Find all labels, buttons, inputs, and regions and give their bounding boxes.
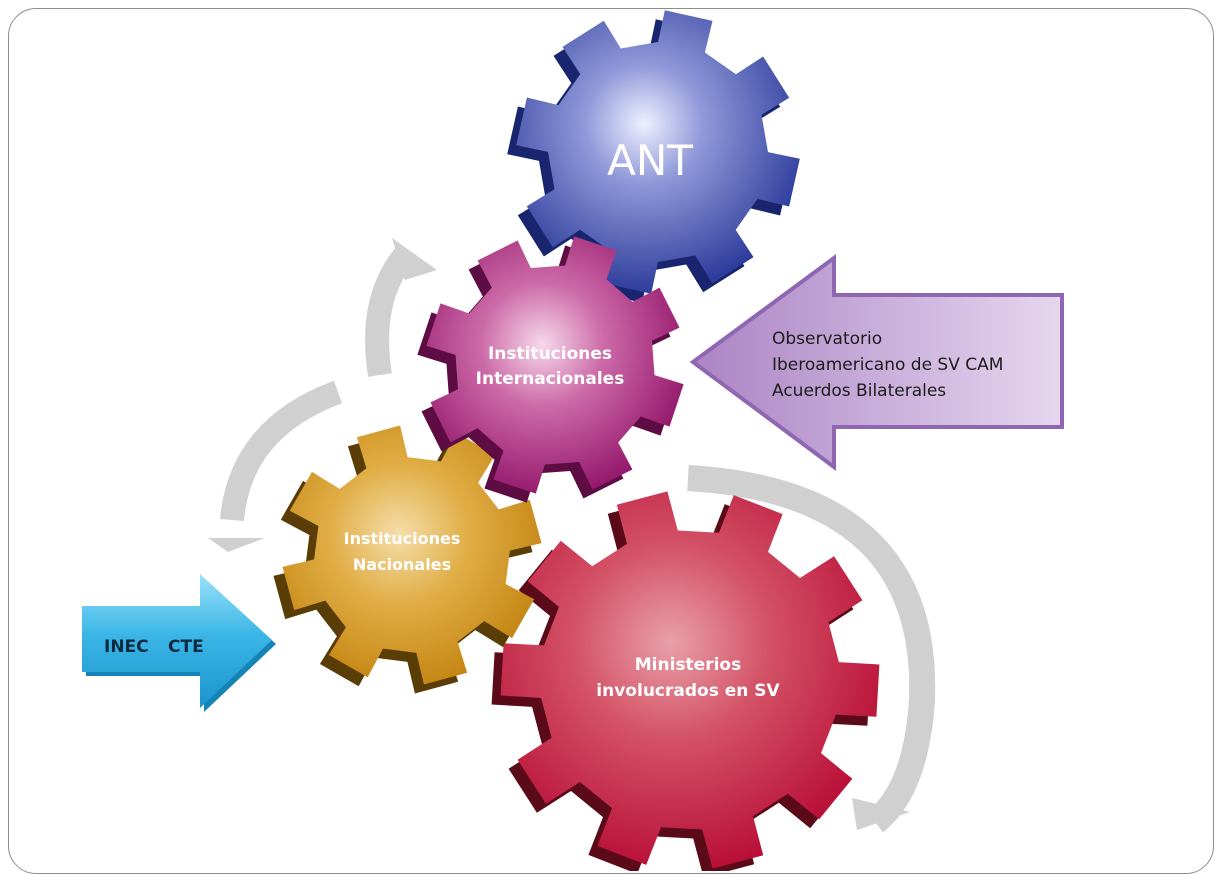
ministerios-line2: involucrados en SV: [596, 681, 780, 701]
cycle-arrow-head-up: [392, 238, 437, 280]
ant-label: ANT: [607, 136, 693, 185]
observatorio-line2: Iberoamericano de SV CAM: [772, 355, 1003, 375]
nacionales-line2: Nacionales: [353, 555, 451, 574]
gear-ant: [507, 10, 800, 303]
cycle-arrow-right-down: [687, 465, 936, 833]
gear-ant-body: [516, 10, 800, 294]
ministerios-line1: Ministerios: [635, 655, 741, 675]
cycle-arrow-head-right: [852, 798, 910, 830]
gear-nacionales: [273, 425, 542, 694]
inec-label: INEC: [104, 637, 149, 657]
internacionales-line1: Instituciones: [488, 344, 612, 364]
inec-cte-arrow: INEC CTE: [82, 574, 276, 712]
internacionales-line2: Internacionales: [476, 369, 625, 389]
cte-label: CTE: [168, 637, 204, 657]
observatorio-line3: Acuerdos Bilaterales: [772, 381, 946, 401]
cycle-arrow-left-down: [220, 380, 343, 522]
observatorio-arrow: Observatorio Iberoamericano de SV CAM Ac…: [689, 254, 1064, 471]
observatorio-line1: Observatorio: [772, 329, 882, 349]
nacionales-line1: Instituciones: [344, 529, 461, 548]
cycle-arrows: [208, 238, 936, 833]
gear-internacionales-body: [426, 236, 684, 494]
cycle-arrow-head-down: [208, 538, 265, 552]
cycle-arrow-up-left: [365, 247, 415, 377]
gear-nacionales-body: [282, 425, 542, 685]
gear-labels: ANT Instituciones Internacionales Instit…: [344, 136, 781, 701]
gear-ministerios-body: [500, 491, 880, 869]
observatorio-arrow-shape: [689, 254, 1064, 471]
gear-internacionales: [417, 236, 684, 503]
inec-arrow-shape: [82, 574, 272, 708]
gear-ministerios: [491, 491, 880, 871]
